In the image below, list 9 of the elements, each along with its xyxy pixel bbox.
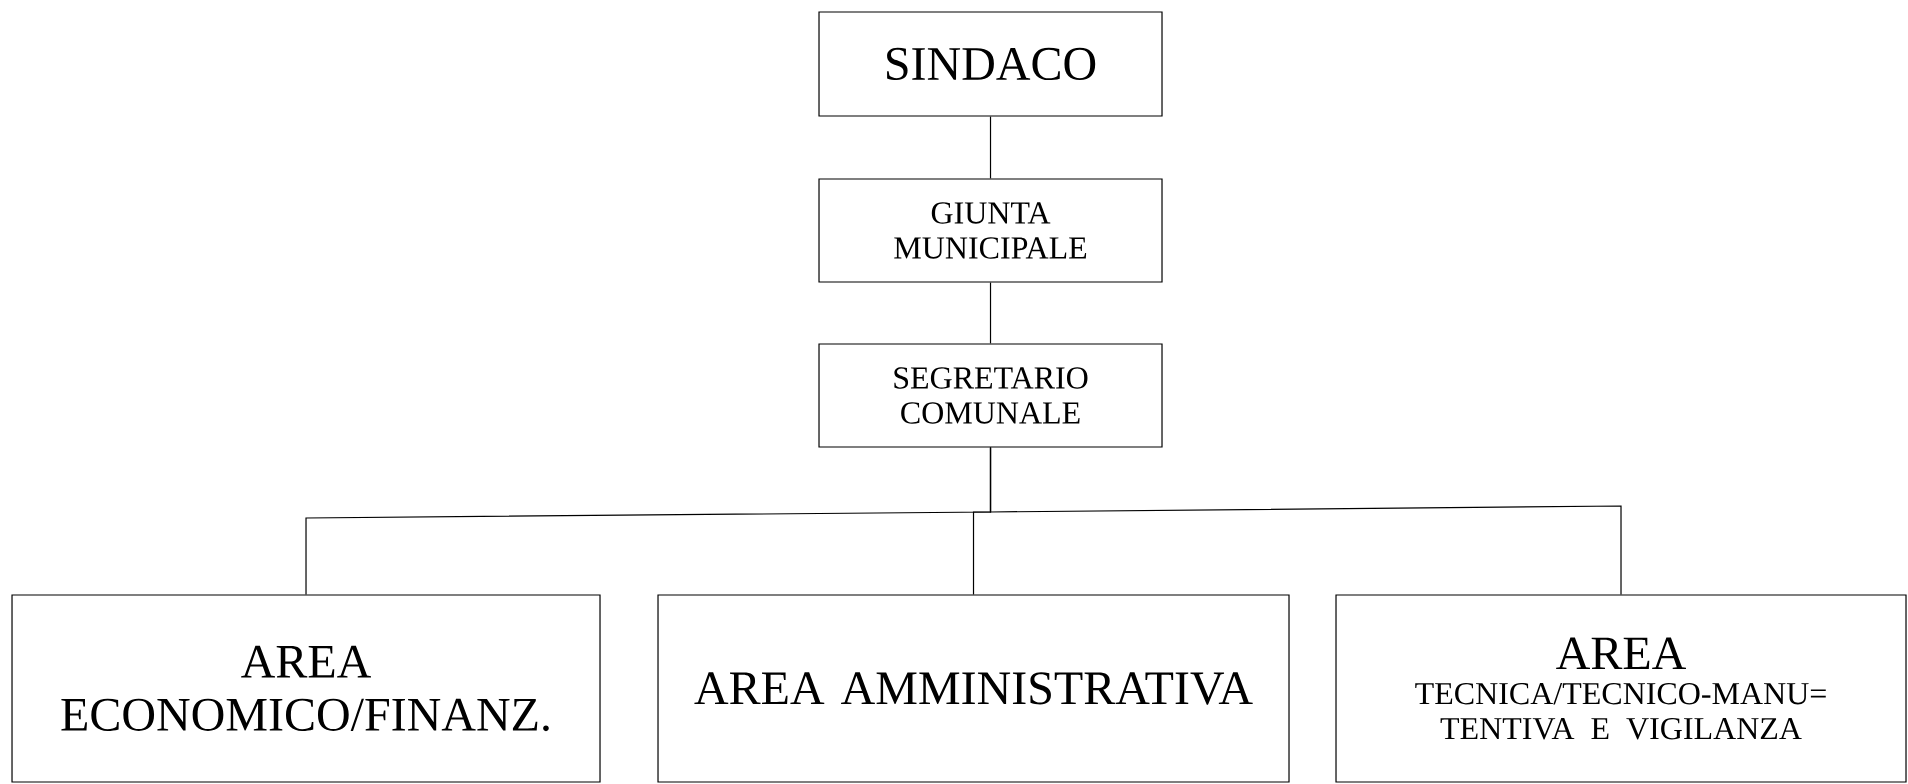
org-box: SEGRETARIO COMUNALE [818,343,1163,448]
org-box: GIUNTA MUNICIPALE [818,178,1163,283]
org-box: AREA TECNICA/TECNICO-MANU= TENTIVA E VIGILANZA [1335,594,1907,783]
connector-line [989,282,992,344]
connector-line [989,116,992,179]
org-box: AREA AMMINISTRATIVA [657,594,1290,783]
org-box: AREA ECONOMICO/FINANZ. [11,594,601,783]
org-box: SINDACO [818,11,1163,117]
connector-line [989,447,1622,595]
